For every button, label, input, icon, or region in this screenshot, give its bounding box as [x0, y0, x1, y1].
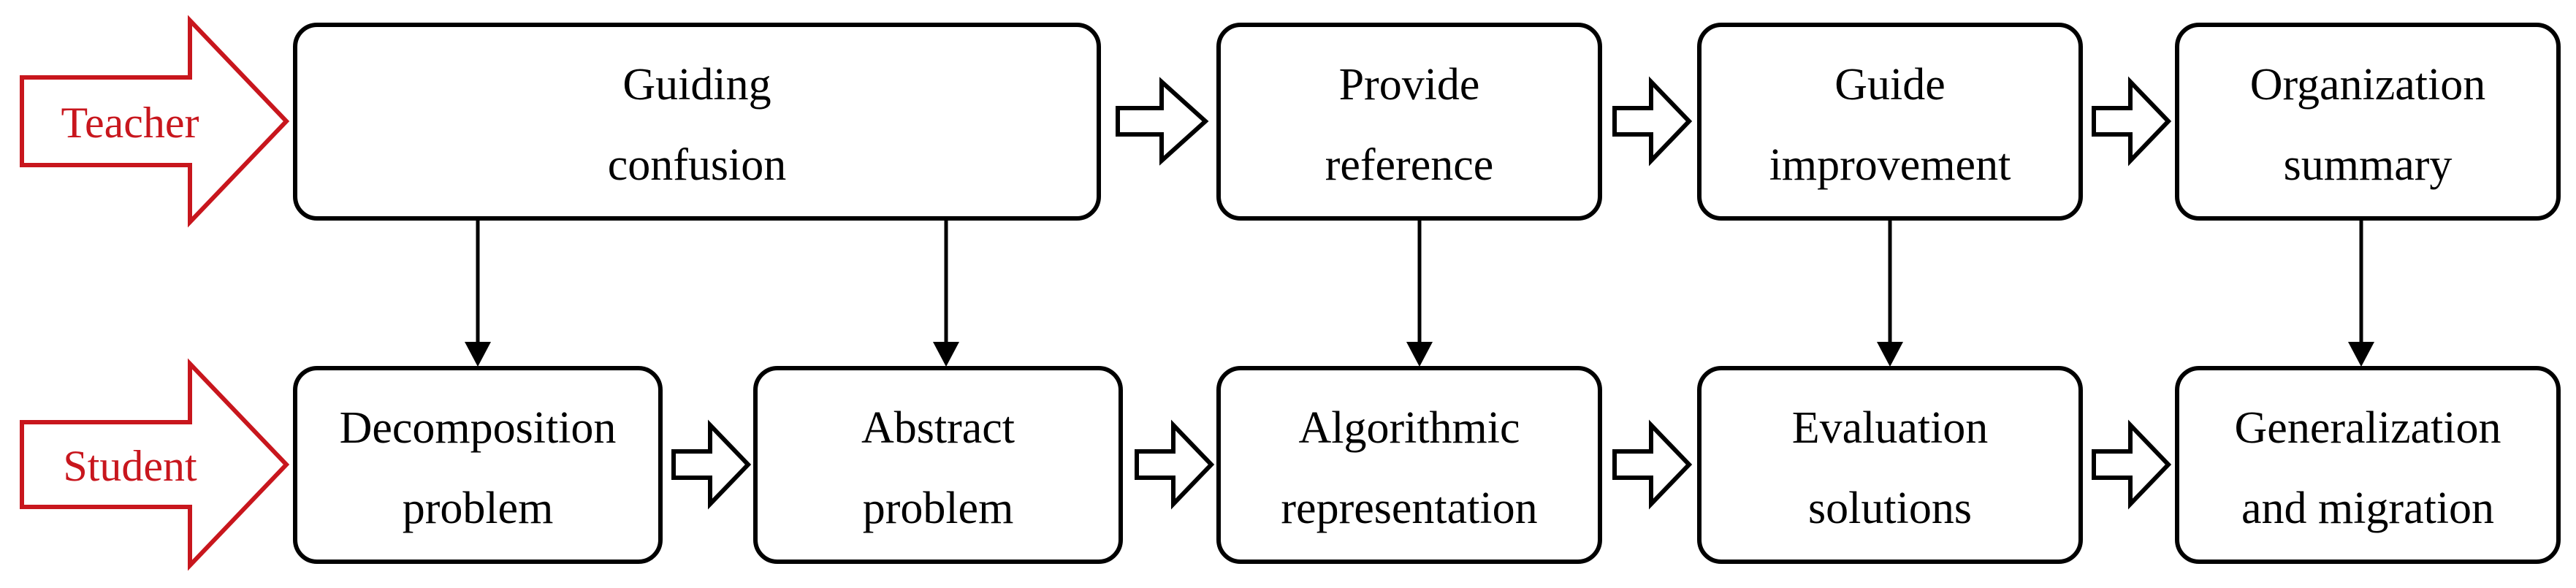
student-flow-arrow-2: [1135, 419, 1215, 510]
student-flow-arrow-4: [2092, 419, 2172, 510]
student-step-label-line-2: problem: [863, 484, 1014, 533]
student-step-label-line-1: Algorithmic: [1298, 403, 1520, 453]
connector-arrowhead: [1877, 342, 1903, 367]
connector-arrowhead: [465, 342, 491, 367]
student-step-label-line-2: solutions: [1808, 484, 1972, 533]
connector-arrowhead: [933, 342, 959, 367]
teacher-step-provide-reference: Provide reference: [1216, 23, 1602, 221]
student-step-algorithmic-representation: Algorithmic representation: [1216, 366, 1602, 564]
student-step-label-line-2: problem: [403, 484, 554, 533]
teacher-step-label-line-1: Guide: [1834, 60, 1946, 110]
teacher-flow-arrow-2: [1612, 76, 1693, 167]
teacher-role: Teacher: [20, 15, 290, 228]
teacher-step-label-line-1: Provide: [1339, 60, 1480, 110]
student-step-label-line-2: and migration: [2241, 484, 2494, 533]
connector-arrowhead: [1406, 342, 1433, 367]
teacher-step-label-line-1: Guiding: [622, 60, 771, 110]
student-step-decomposition-problem: Decomposition problem: [293, 366, 663, 564]
teacher-step-box: [1216, 23, 1602, 221]
connector-arrowhead: [2348, 342, 2374, 367]
student-role-arrow-shape: [20, 358, 290, 571]
teacher-step-box: [2175, 23, 2561, 221]
teacher-flow-arrow-3: [2092, 76, 2172, 167]
student-step-box: [1697, 366, 2083, 564]
teacher-step-organization-summary: Organization summary: [2175, 23, 2561, 221]
teacher-step-box: [293, 23, 1101, 221]
student-step-box: [293, 366, 663, 564]
teacher-step-guiding-confusion: Guiding confusion: [293, 23, 1101, 221]
teacher-step-label-line-2: improvement: [1769, 140, 2011, 190]
student-step-box: [2175, 366, 2561, 564]
connector-guiding-to-abstract: [933, 218, 959, 367]
student-step-box: [1216, 366, 1602, 564]
teacher-step-guide-improvement: Guide improvement: [1697, 23, 2083, 221]
student-step-evaluation-solutions: Evaluation solutions: [1697, 366, 2083, 564]
teacher-step-label-line-2: summary: [2284, 140, 2453, 190]
connector-guiding-to-decomposition: [465, 218, 491, 367]
student-step-label-line-1: Abstract: [861, 403, 1015, 453]
connector-improvement-to-evaluation: [1877, 218, 1903, 367]
student-step-generalization-and-migration: Generalization and migration: [2175, 366, 2561, 564]
teacher-step-label-line-2: confusion: [608, 140, 787, 190]
student-step-label-line-1: Generalization: [2235, 403, 2501, 453]
connector-reference-to-algorithmic: [1406, 218, 1433, 367]
student-step-abstract-problem: Abstract problem: [753, 366, 1123, 564]
student-step-label-line-2: representation: [1281, 484, 1537, 533]
student-flow-arrow-3: [1612, 419, 1693, 510]
student-step-label-line-1: Evaluation: [1792, 403, 1989, 453]
teacher-step-label-line-1: Organization: [2250, 60, 2486, 110]
student-role-label: Student: [63, 442, 197, 490]
student-flow-arrow-1: [671, 419, 752, 510]
teacher-step-label-line-2: reference: [1325, 140, 1494, 190]
student-step-label-line-1: Decomposition: [340, 403, 617, 453]
teacher-role-label: Teacher: [61, 99, 199, 147]
student-step-box: [753, 366, 1123, 564]
connector-summary-to-generalization: [2348, 218, 2374, 367]
teacher-role-arrow-shape: [20, 15, 290, 228]
student-role: Student: [20, 358, 290, 571]
teacher-flow-arrow-1: [1116, 77, 1209, 166]
